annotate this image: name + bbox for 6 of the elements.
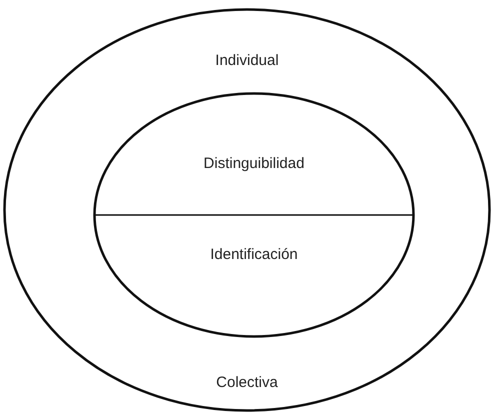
section-label: Identificación <box>210 246 298 263</box>
section-label: Distinguibilidad <box>204 155 304 172</box>
outer-ellipse <box>3 8 491 412</box>
ring-label: Colectiva <box>216 374 278 391</box>
inner-ellipse <box>93 92 415 338</box>
ring-label: Individual <box>215 52 279 69</box>
